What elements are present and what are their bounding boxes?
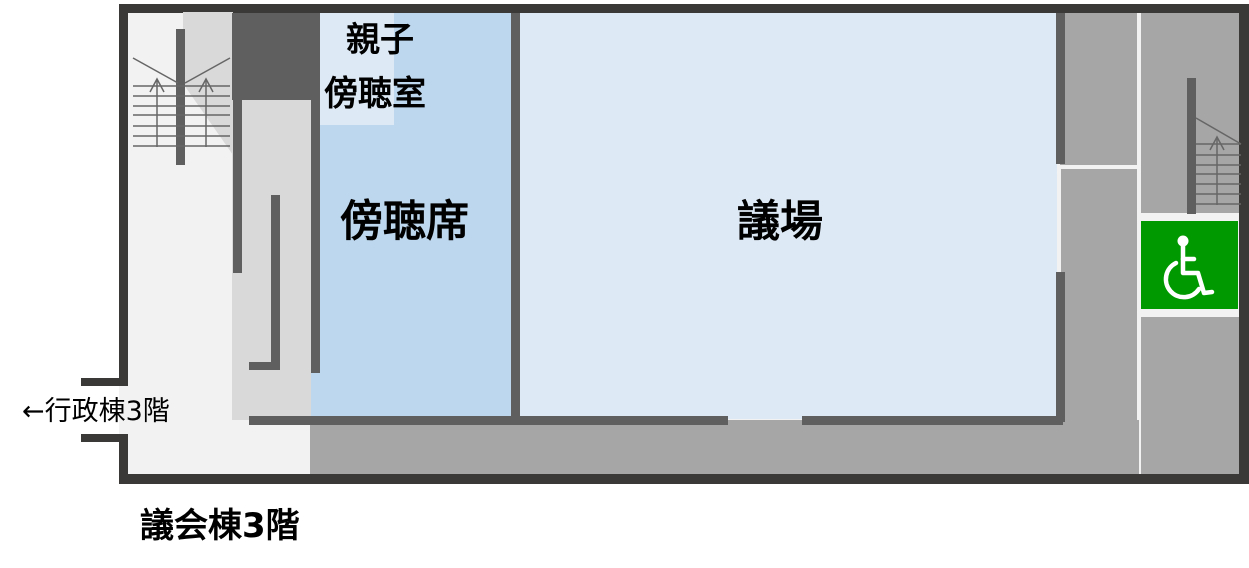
outer-wall-stub-bottom bbox=[81, 434, 128, 442]
accessible-restroom bbox=[1141, 221, 1238, 309]
floor-title: 議会棟3階 bbox=[140, 506, 300, 546]
outer-wall-stub-top bbox=[81, 378, 128, 386]
dark-block bbox=[232, 13, 320, 100]
assembly-hall-area bbox=[520, 13, 1057, 419]
wall-ramp-inner bbox=[271, 195, 280, 370]
wall-bottom-hall-right bbox=[802, 416, 1063, 425]
room-label-parent-child-gallery-2: 傍聴室 bbox=[324, 74, 426, 114]
wall-hall-right-upper bbox=[1056, 13, 1065, 164]
stair-divider-right bbox=[1187, 78, 1196, 214]
connector-label-admin-building[interactable]: ←行政棟3階 bbox=[22, 396, 170, 427]
wall-hall-right-lower bbox=[1056, 272, 1065, 422]
service-room-far-right bbox=[1141, 317, 1239, 474]
wall-gallery-left bbox=[311, 13, 320, 373]
wheelchair-icon bbox=[1163, 235, 1215, 300]
stair-divider-left bbox=[176, 29, 185, 165]
room-label-public-gallery: 傍聴席 bbox=[340, 197, 469, 247]
room-label-assembly-hall: 議場 bbox=[737, 197, 823, 247]
opening-to-admin-building bbox=[119, 386, 128, 434]
service-corridor-bottom bbox=[310, 420, 1139, 474]
room-label-parent-child-gallery: 親子 bbox=[346, 20, 414, 60]
service-room-right-upper bbox=[1060, 13, 1137, 165]
service-room-right-lower bbox=[1061, 169, 1137, 474]
wall-ramp-foot bbox=[249, 362, 280, 370]
staircase-icon bbox=[1195, 117, 1242, 205]
wall-ramp-outer bbox=[233, 100, 242, 273]
staircase-icon bbox=[132, 57, 231, 147]
parent-child-gallery-area bbox=[320, 13, 394, 125]
wall-gallery-hall-divider bbox=[511, 13, 520, 425]
wall-bottom-hall-left bbox=[511, 416, 728, 425]
wall-bottom-left bbox=[249, 416, 511, 425]
